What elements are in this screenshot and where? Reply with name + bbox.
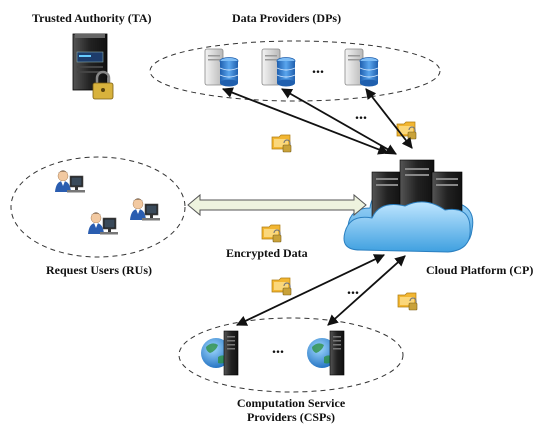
csp-arrows-ellipsis: ... <box>347 281 359 298</box>
dps-group-boundary <box>149 40 441 102</box>
dp2-cp-arrow <box>281 88 397 155</box>
ru-user-1-icon <box>54 170 86 193</box>
csps-label-line2: Providers (CSPs) <box>246 410 336 424</box>
dp3-cp-arrow <box>365 88 413 149</box>
cp-csp1-arrow <box>236 254 385 326</box>
ru-cp-double-arrow <box>187 193 367 217</box>
encrypted-folder-icon-csp <box>271 277 292 296</box>
encrypted-folder-icon-center <box>261 224 282 243</box>
encrypted-folder-icon-dp2 <box>396 121 417 140</box>
ta-server-lock-icon <box>72 33 114 100</box>
cp-csp2-arrow <box>327 255 406 326</box>
dp-server-3-icon <box>344 48 379 87</box>
cp-label: Cloud Platform (CP) <box>426 263 534 277</box>
dp-server-1-icon <box>204 48 239 87</box>
dp-server-2-icon <box>261 48 296 87</box>
ru-user-3-icon <box>87 212 119 235</box>
encrypted-folder-icon-csp2 <box>397 292 418 311</box>
dps-label: Data Providers (DPs) <box>232 11 342 25</box>
ta-label: Trusted Authority (TA) <box>32 11 152 25</box>
csps-label-line1: Computation Service <box>236 396 346 410</box>
encrypted-data-label: Encrypted Data <box>226 246 308 260</box>
csp-server-2-icon <box>306 330 345 376</box>
rus-label: Request Users (RUs) <box>46 263 152 277</box>
csp-server-1-icon <box>200 330 239 376</box>
cp-cloud-server-icon <box>343 159 474 253</box>
rus-group-boundary <box>10 156 186 258</box>
dps-row-ellipsis: ... <box>312 60 324 77</box>
encrypted-folder-icon-dp <box>271 134 292 153</box>
dp-arrows-ellipsis: ... <box>355 106 367 123</box>
csps-row-ellipsis: ... <box>272 340 284 357</box>
ru-user-2-icon <box>129 198 161 221</box>
